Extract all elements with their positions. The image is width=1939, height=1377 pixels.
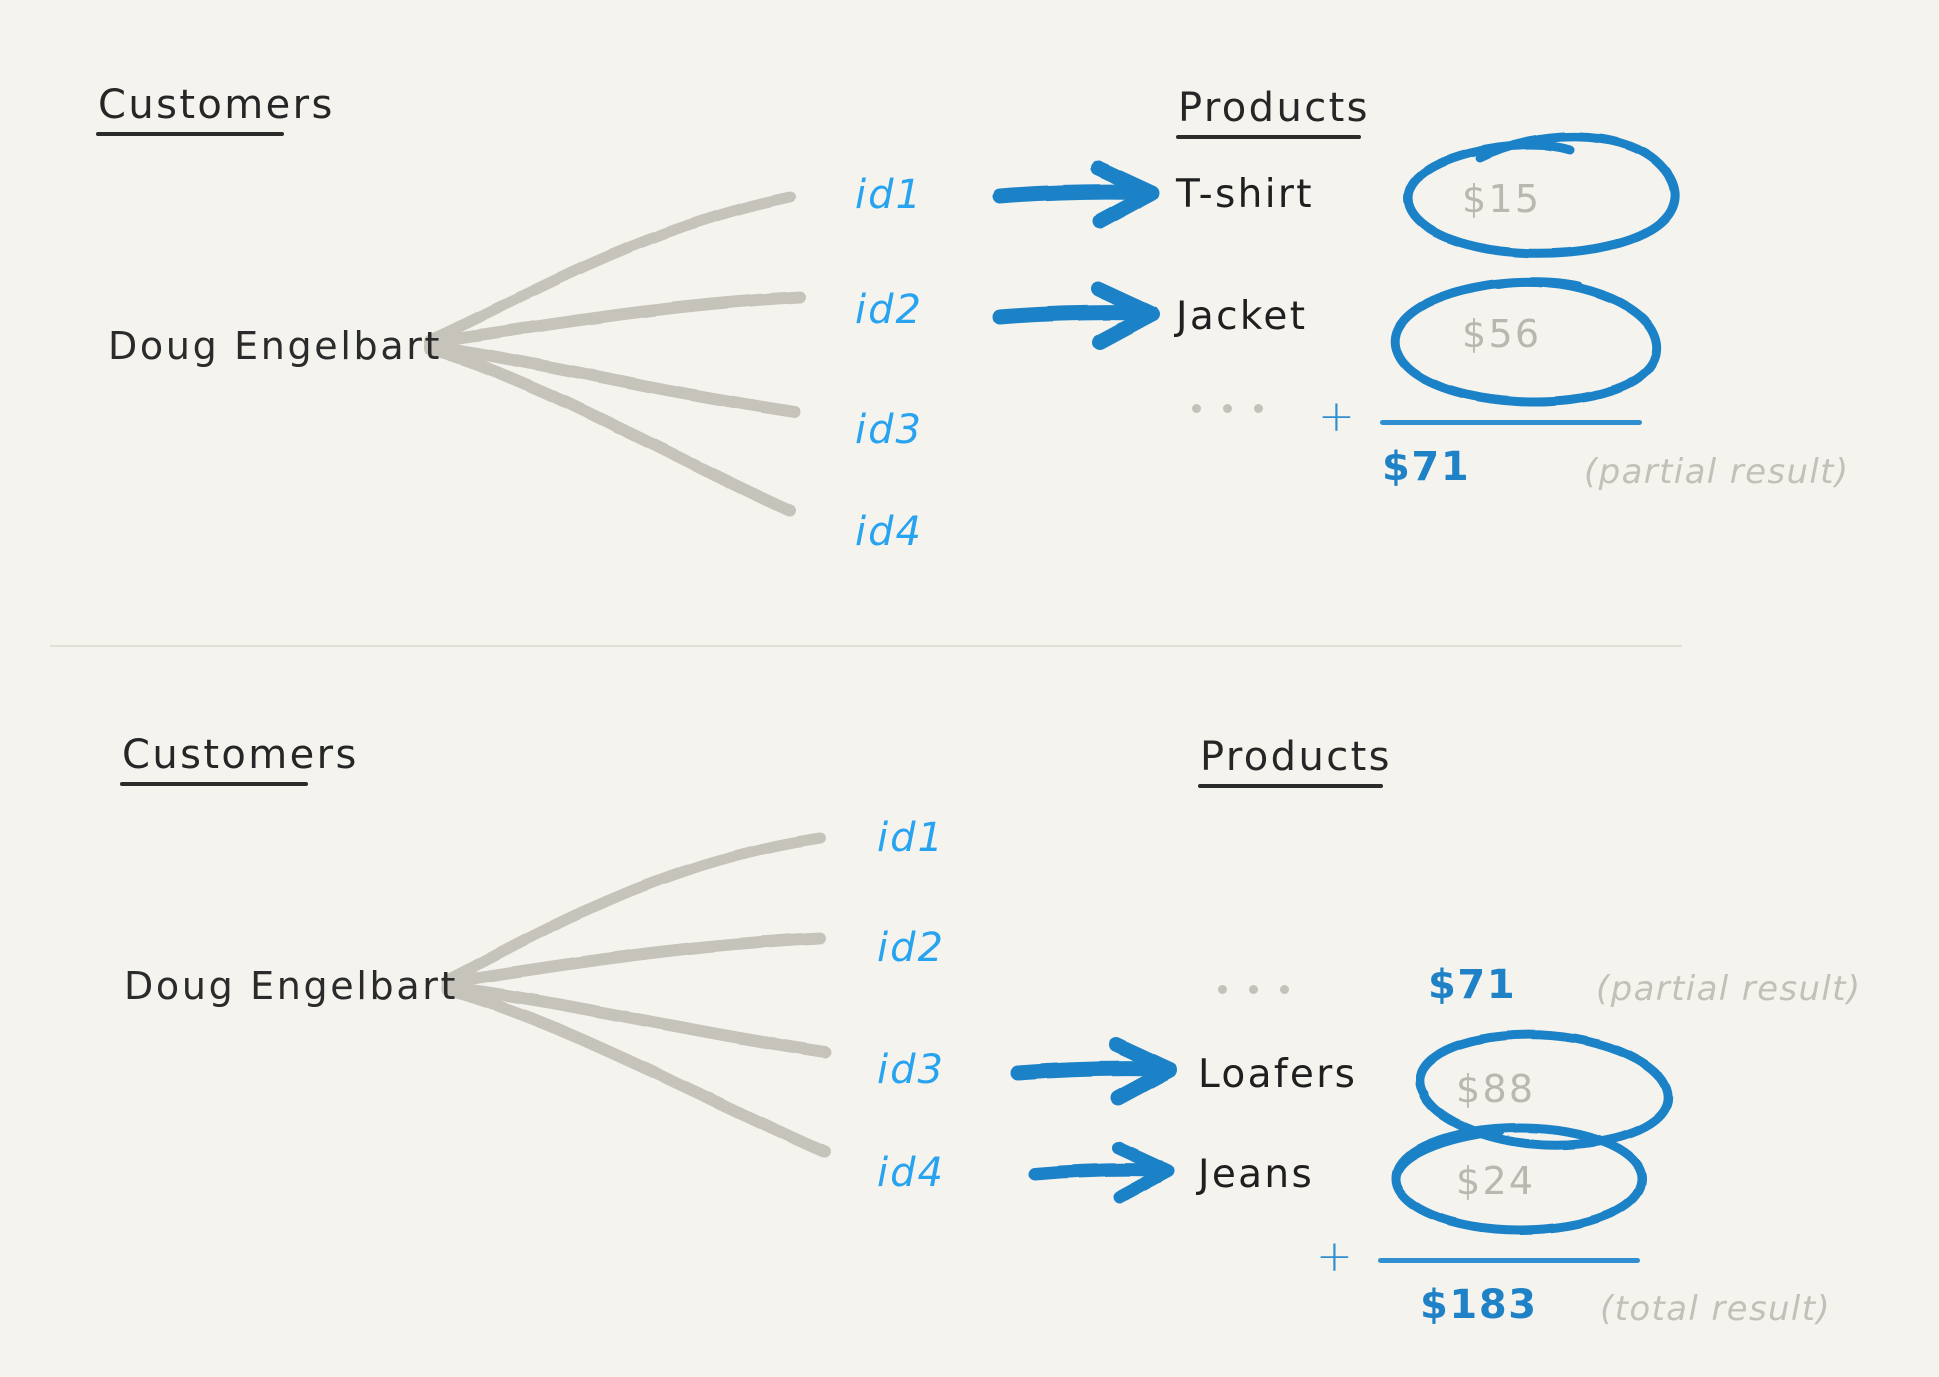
id-label-id3-2[interactable]: id3 (877, 1047, 945, 1093)
products-header-underline-2 (1198, 784, 1383, 788)
customer-name-2: Doug Engelbart (124, 964, 459, 1008)
product-name-jacket: Jacket (1176, 294, 1308, 339)
id-label-id2-2[interactable]: id2 (877, 925, 945, 971)
id-label-id1-2[interactable]: id1 (877, 815, 945, 861)
panel-divider (50, 645, 1682, 647)
customers-header: Customers (98, 82, 335, 128)
id-label-id4-2[interactable]: id4 (877, 1150, 945, 1196)
product-name-loafers: Loafers (1198, 1052, 1358, 1097)
plus-sign-2: + (1316, 1231, 1355, 1282)
products-header-underline (1176, 135, 1361, 139)
id-label-id3[interactable]: id3 (855, 407, 923, 453)
carry-note: (partial result) (1596, 969, 1862, 1009)
product-name-jeans: Jeans (1198, 1152, 1315, 1197)
id-label-id2[interactable]: id2 (855, 287, 923, 333)
bottom-arrow-id4 (1028, 1141, 1175, 1204)
products-header-2: Products (1200, 734, 1392, 780)
customer-name: Doug Engelbart (108, 324, 443, 368)
bottom-arrow-id3 (1010, 1037, 1178, 1106)
customers-header-underline-2 (120, 782, 308, 786)
price-value-56: $56 (1462, 312, 1542, 356)
price-circle-15 (1403, 132, 1680, 258)
product-name-tshirt: T-shirt (1176, 172, 1314, 217)
price-value-15: $15 (1462, 177, 1542, 221)
id-label-id1[interactable]: id1 (855, 172, 923, 218)
total-value: $183 (1420, 1282, 1538, 1328)
customers-header-underline (96, 132, 284, 136)
sum-note: (partial result) (1584, 452, 1850, 492)
top-fan-curves (424, 191, 806, 517)
sum-value: $71 (1382, 444, 1471, 490)
price-value-88: $88 (1456, 1067, 1536, 1111)
sum-rule (1380, 420, 1642, 425)
ellipsis-dots (1192, 404, 1263, 413)
products-header: Products (1178, 85, 1370, 131)
bottom-fan-curves (442, 832, 831, 1158)
ellipsis-dots-2 (1218, 985, 1289, 994)
plus-sign: + (1318, 391, 1357, 442)
id-label-id4[interactable]: id4 (855, 509, 923, 555)
sum-rule-2 (1378, 1258, 1640, 1263)
customers-header-2: Customers (122, 732, 359, 778)
total-note: (total result) (1600, 1289, 1832, 1329)
carry-value: $71 (1428, 962, 1517, 1008)
price-value-24: $24 (1456, 1159, 1536, 1203)
top-arrow-id1 (992, 160, 1160, 229)
top-arrow-id2 (992, 281, 1160, 350)
